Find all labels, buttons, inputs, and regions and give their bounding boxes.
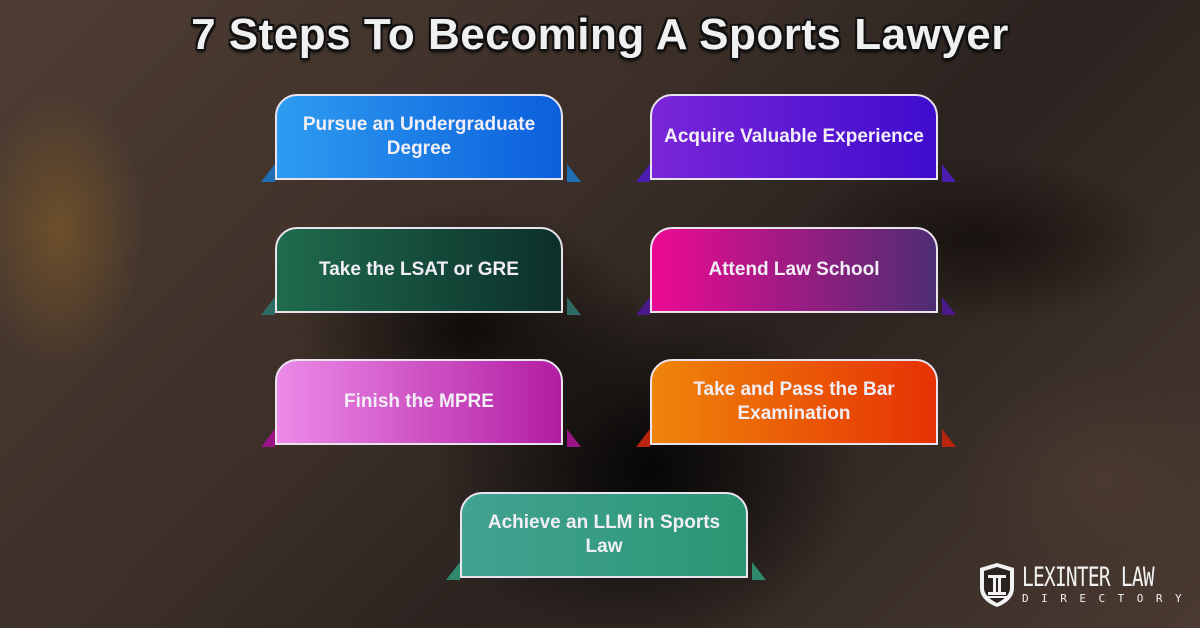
step-label: Attend Law School [650, 227, 938, 313]
ribbon-fold-left [261, 164, 275, 182]
step-4-card: Attend Law School [636, 227, 956, 315]
step-label: Achieve an LLM in Sports Law [460, 492, 748, 578]
step-label: Pursue an Undergraduate Degree [275, 94, 563, 180]
step-1-card: Pursue an Undergraduate Degree [261, 94, 581, 182]
step-label: Acquire Valuable Experience [650, 94, 938, 180]
lexinter-logo: LEXINTER LAW DIRECTORY [978, 562, 1200, 608]
ribbon-fold-right [567, 297, 581, 315]
ribbon-fold-left [261, 297, 275, 315]
ribbon-fold-right [752, 562, 766, 580]
logo-name: LEXINTER LAW [1022, 562, 1155, 593]
step-5-card: Finish the MPRE [261, 359, 581, 447]
logo-subtitle: DIRECTORY [1022, 592, 1195, 605]
step-7-card: Achieve an LLM in Sports Law [446, 492, 766, 580]
page-title: 7 Steps To Becoming A Sports Lawyer [191, 10, 1009, 59]
step-label: Take and Pass the Bar Examination [650, 359, 938, 445]
step-2-card: Acquire Valuable Experience [636, 94, 956, 182]
ribbon-fold-left [636, 297, 650, 315]
pillar-shield-icon [978, 562, 1016, 608]
step-6-card: Take and Pass the Bar Examination [636, 359, 956, 447]
ribbon-fold-right [567, 164, 581, 182]
step-label: Take the LSAT or GRE [275, 227, 563, 313]
ribbon-fold-left [636, 164, 650, 182]
ribbon-fold-right [567, 429, 581, 447]
step-label: Finish the MPRE [275, 359, 563, 445]
ribbon-fold-left [261, 429, 275, 447]
ribbon-fold-right [942, 164, 956, 182]
step-3-card: Take the LSAT or GRE [261, 227, 581, 315]
ribbon-fold-right [942, 429, 956, 447]
ribbon-fold-left [636, 429, 650, 447]
ribbon-fold-left [446, 562, 460, 580]
ribbon-fold-right [942, 297, 956, 315]
